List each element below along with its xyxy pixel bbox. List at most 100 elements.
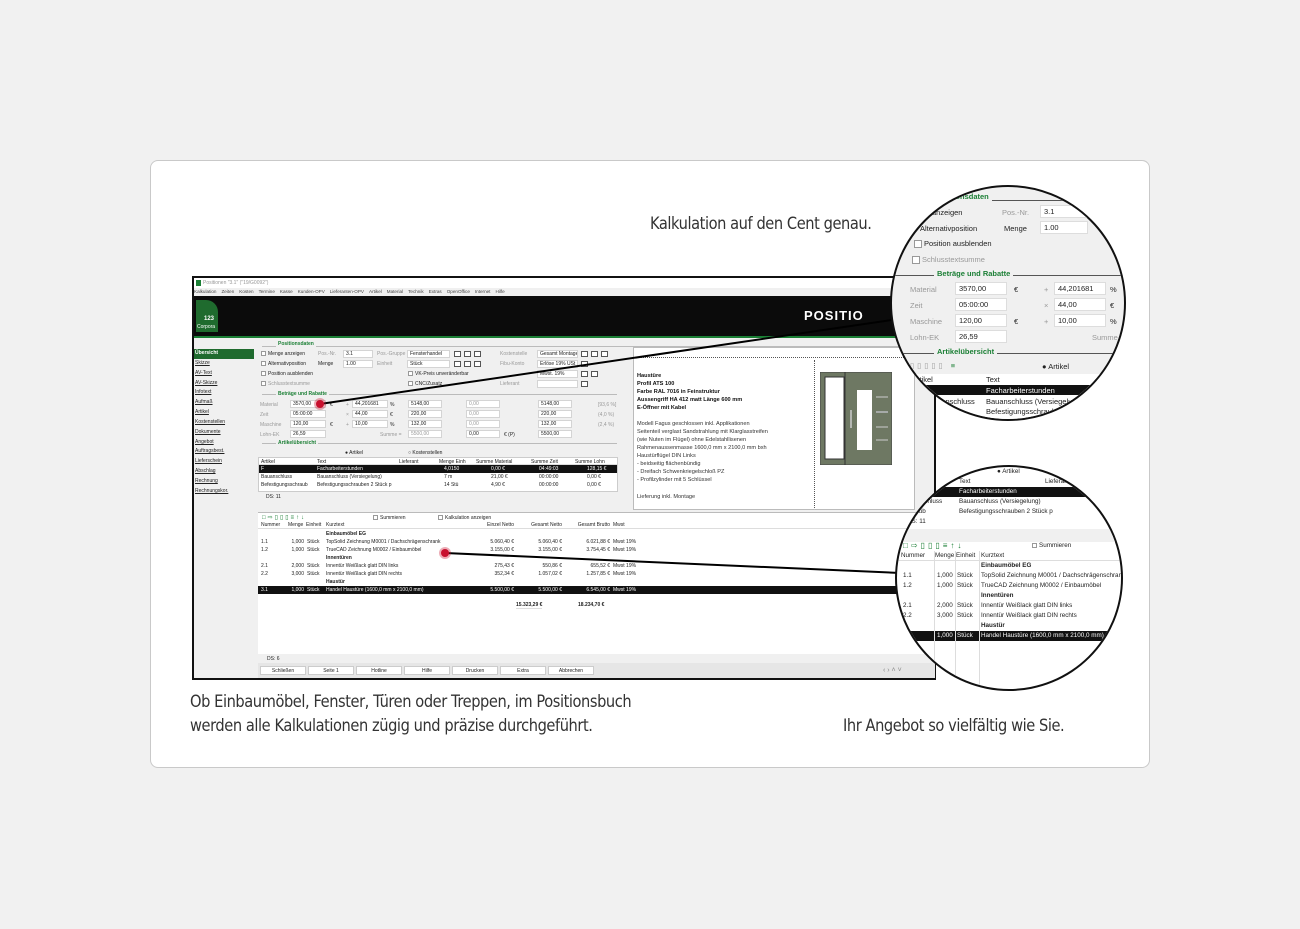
col-text[interactable]: Text	[959, 478, 971, 485]
sidebar-item[interactable]: Infotext	[195, 389, 212, 396]
checkbox-menge-anzeigen[interactable]: Menge anzeigen	[261, 351, 305, 357]
col-zeit[interactable]: Summe Zeit	[531, 459, 558, 465]
fibu-input[interactable]: Erlöse 19% USt	[537, 360, 578, 368]
table-row[interactable]: 1.1 1,000 Stück TopSolid Zeichnung M0001…	[258, 538, 935, 546]
col-menge[interactable]: Menge	[935, 552, 955, 559]
open-icon[interactable]	[601, 351, 608, 357]
col-lieferant[interactable]: Lieferant	[399, 459, 419, 465]
pos-nr-input[interactable]: 3.1	[1040, 205, 1088, 218]
sidebar-item[interactable]: Auftragsbest.	[195, 448, 225, 455]
sidebar-item[interactable]: AV-Text	[195, 369, 212, 376]
sidebar-item[interactable]: Angebot	[195, 438, 214, 445]
col-artikel[interactable]: Artikel	[912, 375, 933, 384]
total-input[interactable]: 220,00	[538, 410, 572, 418]
total-input[interactable]: 5148,00	[538, 400, 572, 408]
sidebar-item[interactable]: Rechnungskor.	[195, 487, 229, 494]
menge-input[interactable]: 1.00	[343, 360, 373, 368]
table-row[interactable]: Einbaumöbel EG	[258, 530, 935, 538]
checkbox-summieren[interactable]: Summieren	[1032, 541, 1071, 551]
checkbox-cnc[interactable]: CNC/Zusatz	[408, 381, 442, 387]
col-material[interactable]: Summe Material	[476, 459, 513, 465]
footer-button[interactable]: Hilfe	[404, 666, 450, 675]
table-row[interactable]: 1.2 1,000 Stück TrueCAD Zeichnung M0002 …	[258, 546, 935, 554]
checkbox-kalkulation-anzeigen[interactable]: Kalkulation anzeigen	[438, 515, 491, 521]
discount-input[interactable]: 0,00	[466, 410, 500, 418]
factor-input[interactable]: 10,00	[352, 420, 388, 428]
radio-kostenstellen[interactable]: ○ Kostenstellen	[408, 450, 443, 456]
footer-button[interactable]: Abbrechen	[548, 666, 594, 675]
col-menge[interactable]: Menge Einh	[439, 459, 466, 465]
footer-button[interactable]: Schließen	[260, 666, 306, 675]
factor-input[interactable]: 44,201681	[1054, 282, 1106, 295]
zeit-input[interactable]: 05:00:00	[955, 298, 1007, 311]
table-row[interactable]: Haustür	[897, 621, 1121, 631]
checkbox-schlusstextsumme[interactable]: Schlusstextsumme	[912, 255, 985, 265]
sidebar-item[interactable]: Abschlag	[195, 468, 216, 475]
col-einzel[interactable]: Einzel Netto	[487, 522, 514, 528]
positions-toolbar[interactable]: □⇨▯▯▯≡↑↓	[262, 515, 307, 521]
menu-item[interactable]: Lieferanten-OPV	[329, 289, 364, 294]
menu-item[interactable]: Kunden-OPV	[297, 289, 325, 294]
sidebar-item[interactable]: Übersicht	[194, 349, 254, 359]
table-row[interactable]: 2.1 2,000 Stück Innentür Weißlack glatt …	[258, 562, 935, 570]
sidebar-item[interactable]: Artikel	[195, 409, 209, 416]
table-row[interactable]: Innentüren	[897, 591, 1121, 601]
menu-item[interactable]: Extras	[428, 289, 442, 294]
lohn-input[interactable]: 26,59	[955, 330, 1007, 343]
sidebar-item[interactable]: Aufmaß	[195, 399, 213, 406]
menge-input[interactable]: 1.00	[1040, 221, 1088, 234]
nav-arrows-icon[interactable]: ‹ › ˄ ˅	[883, 667, 902, 674]
value-input[interactable]: 120,00	[290, 420, 326, 428]
radio-artikel[interactable]: ● Artikel	[997, 468, 1020, 475]
table-row[interactable]: 2.2 3,000 Stück Innentür Weißlack glatt …	[258, 570, 935, 578]
sidebar-item[interactable]: Rechnung	[195, 477, 218, 484]
table-row[interactable]: 3.1 1,000 Stück Handel Haustüre (1600,0 …	[897, 631, 1121, 641]
editor-toolbar[interactable]	[634, 348, 914, 358]
selected-row[interactable]: Facharbeiterstunden	[892, 385, 1124, 395]
checkbox-position-ausblenden[interactable]: Position ausblenden	[914, 239, 992, 249]
col-lieferant[interactable]: Lieferant	[1045, 478, 1070, 485]
col-kurztext[interactable]: Kurztext	[981, 552, 1005, 559]
list-icon[interactable]	[454, 361, 461, 367]
table-row[interactable]: Einbaumöbel EG	[897, 561, 1121, 571]
table-row[interactable]: Bauanschluss Bauanschluss (Versiegelung)…	[259, 473, 617, 481]
col-lohn[interactable]: Summe Lohn	[575, 459, 605, 465]
menu-item[interactable]: Material	[386, 289, 404, 294]
table-row[interactable]: 1.2 1,000 Stück TrueCAD Zeichnung M0002 …	[897, 581, 1121, 591]
value-input[interactable]: 05:00:00	[290, 410, 326, 418]
menu-item[interactable]: Artikel	[369, 289, 382, 294]
checkbox-summieren[interactable]: Summieren	[373, 515, 406, 521]
menu-item[interactable]: Kalkulation	[194, 289, 217, 294]
summe-input[interactable]: 5500,00	[408, 430, 442, 438]
col-nummer[interactable]: Nummer	[261, 522, 281, 528]
result-input[interactable]: 220,00	[408, 410, 442, 418]
col-brutto[interactable]: Gesamt Brutto	[577, 522, 610, 528]
menu-item[interactable]: Kosten	[239, 289, 254, 294]
col-text[interactable]: Text	[986, 375, 1000, 384]
col-nummer[interactable]: Nummer	[901, 552, 926, 559]
table-row[interactable]: 2.2 3,000 Stück Innentür Weißlack glatt …	[897, 611, 1121, 621]
positions-toolbar[interactable]: □⇨▯▯▯≡↑↓	[903, 541, 965, 550]
footer-button[interactable]: Hotline	[356, 666, 402, 675]
pos-gruppe-input[interactable]: Fensterhandel	[407, 350, 450, 358]
selected-row[interactable]: Facharbeiterstunden	[897, 487, 1121, 497]
factor-input[interactable]: 10,00	[1054, 314, 1106, 327]
menu-item[interactable]: Technik	[408, 289, 424, 294]
discount-unit-select[interactable]: € (P)	[504, 432, 515, 438]
col-mwst[interactable]: Mwst	[613, 522, 625, 528]
table-row[interactable]: Haustür	[258, 578, 935, 586]
material-input[interactable]: 3570,00	[955, 282, 1007, 295]
menu-item[interactable]: Hilfe	[495, 289, 505, 294]
list-icon[interactable]	[581, 381, 588, 387]
lohn-input[interactable]: 26,59	[290, 430, 326, 438]
kostenstelle-input[interactable]: Gesamt Montage	[537, 350, 578, 358]
discount-input[interactable]: 0,00	[466, 400, 500, 408]
list-icon[interactable]	[581, 371, 588, 377]
footer-button[interactable]: Extra	[500, 666, 546, 675]
table-row[interactable]: 3.1 1,000 Stück Handel Haustüre (1600,0 …	[258, 586, 935, 594]
einheit-input[interactable]: Stück	[407, 360, 450, 368]
checkbox-alternativposition[interactable]: Alternativposition	[261, 361, 306, 367]
factor-input[interactable]: 44,00	[352, 410, 388, 418]
col-menge[interactable]: Menge	[288, 522, 304, 528]
